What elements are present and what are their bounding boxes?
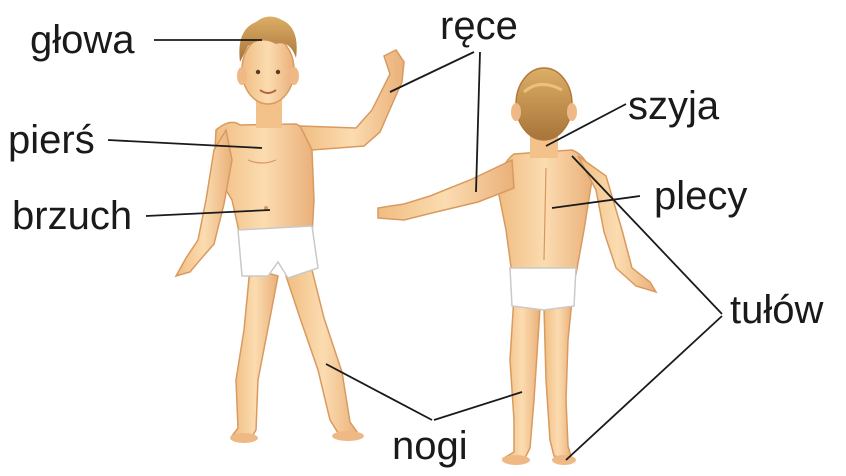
label-head: głowa bbox=[30, 20, 135, 60]
leader-line-arms-back bbox=[476, 52, 480, 192]
back-boy-figure bbox=[378, 68, 656, 465]
front-right-arm bbox=[300, 50, 404, 150]
label-belly: brzuch bbox=[12, 196, 132, 236]
label-chest: pierś bbox=[8, 120, 95, 160]
back-underwear bbox=[510, 268, 576, 310]
label-torso: tułów bbox=[730, 290, 823, 330]
back-right-leg bbox=[544, 300, 572, 460]
back-left-leg bbox=[504, 296, 540, 460]
label-legs: nogi bbox=[392, 426, 468, 466]
front-right-leg bbox=[286, 270, 360, 436]
front-left-leg bbox=[232, 268, 278, 440]
label-neck: szyja bbox=[628, 86, 719, 126]
back-head bbox=[516, 68, 572, 140]
front-left-arm bbox=[176, 130, 232, 276]
back-right-arm bbox=[578, 156, 656, 292]
leader-line-torso-lower bbox=[566, 316, 722, 460]
label-arms: ręce bbox=[440, 6, 518, 46]
front-boy-figure bbox=[176, 16, 404, 443]
leader-line-legs-back bbox=[434, 392, 522, 420]
back-left-arm bbox=[378, 160, 514, 220]
label-back: plecy bbox=[654, 176, 747, 216]
front-underwear bbox=[238, 226, 318, 278]
